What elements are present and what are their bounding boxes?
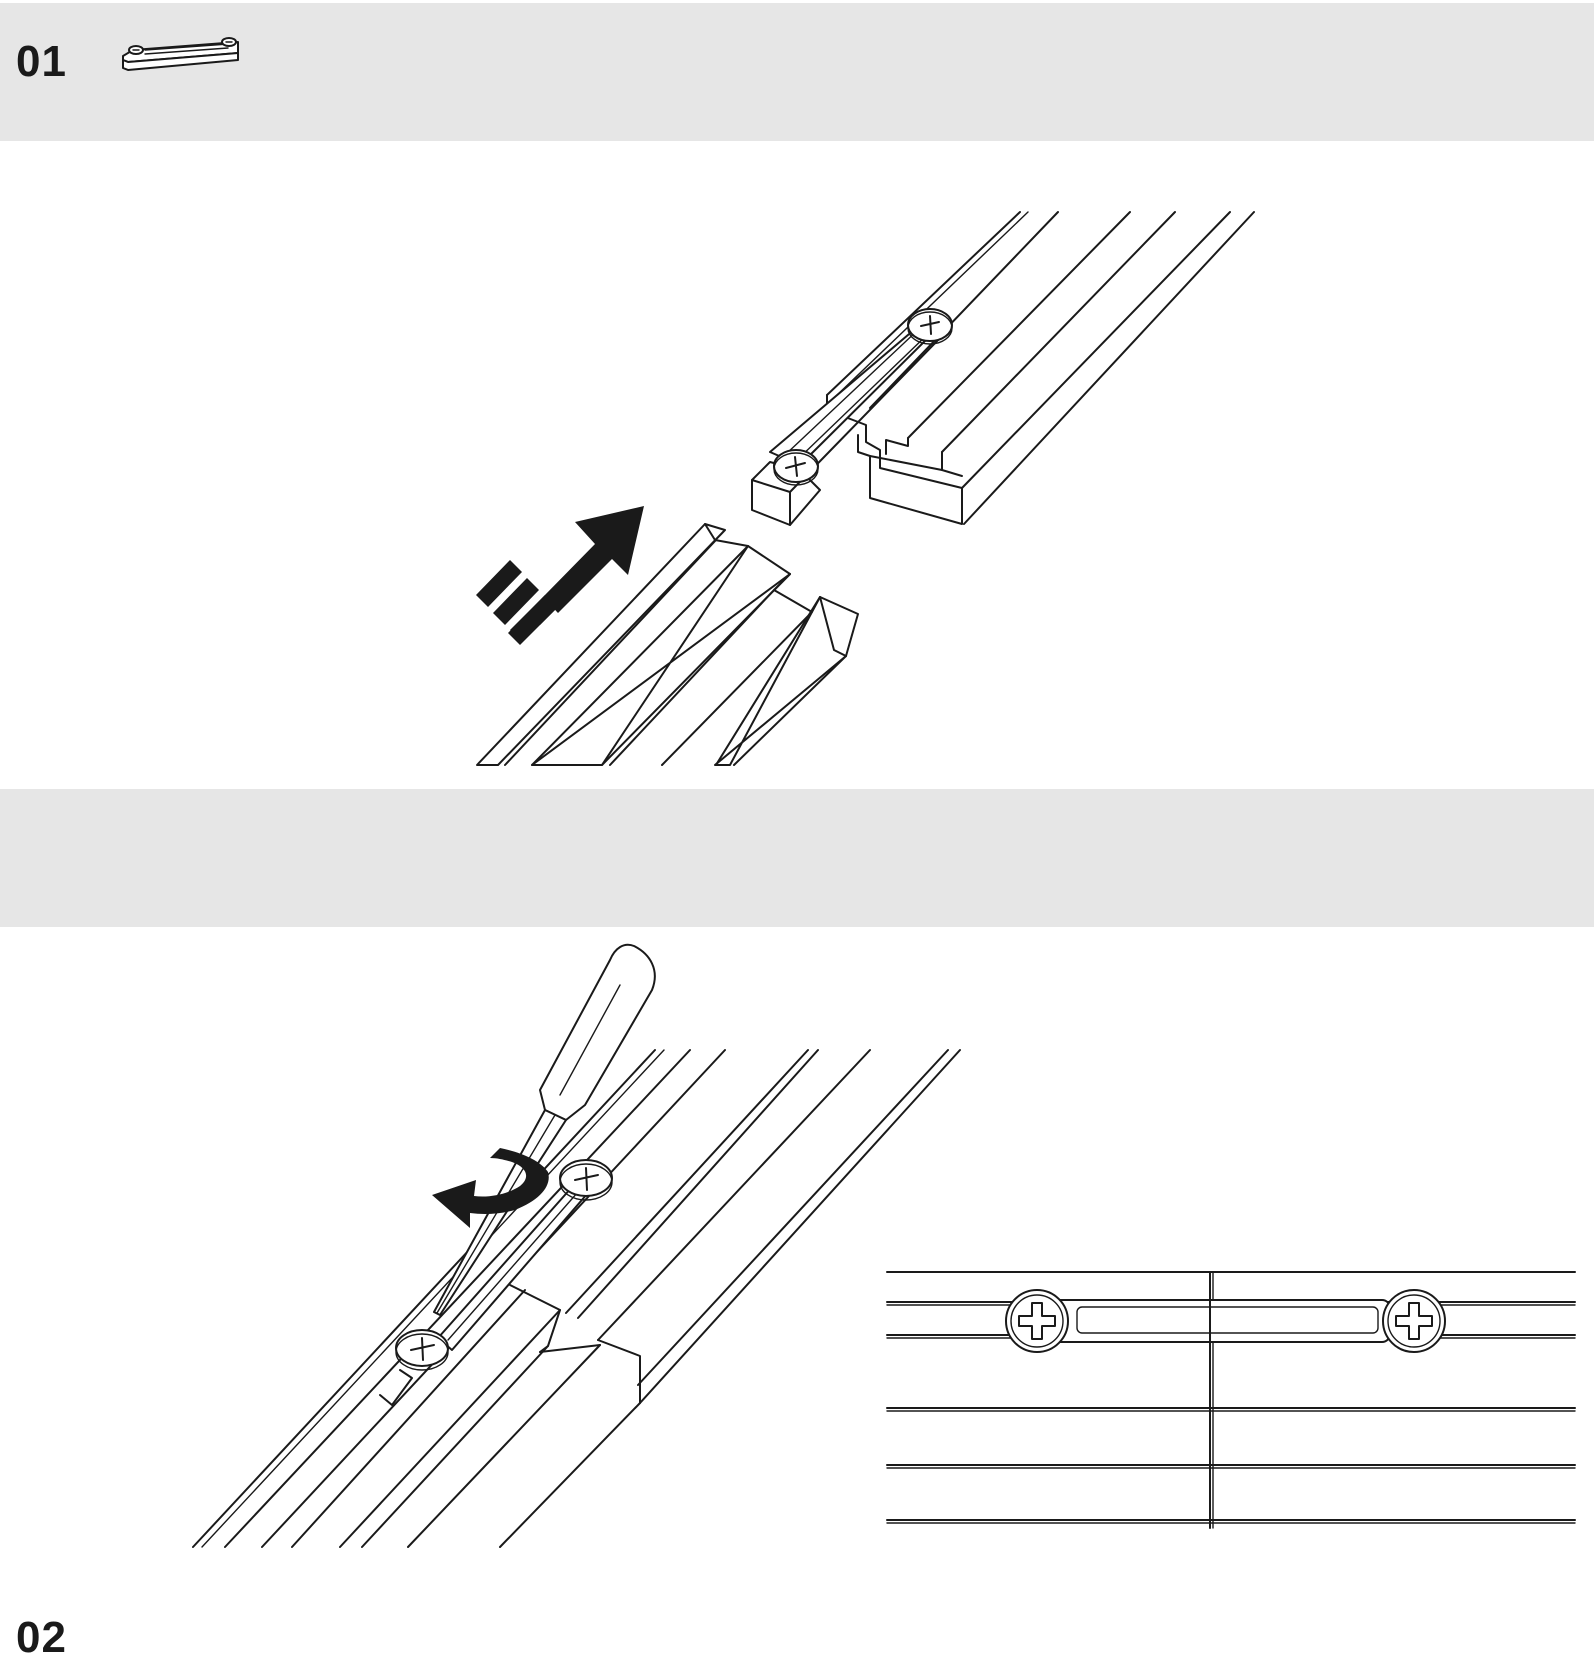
rail-connector-icon [122,37,239,71]
step-number: 02 [16,1613,67,1662]
phillips-screw-icon [773,449,819,486]
step-number: 01 [16,37,67,86]
assembly-illustration [122,37,1576,1548]
screwdriver-icon [433,943,656,1316]
rail-connector [751,317,941,526]
upper-rail [826,211,1255,525]
dashed-arrow-icon [476,506,644,645]
lower-rail [476,523,859,766]
phillips-screw-icon [395,1329,449,1371]
phillips-screw-icon [907,308,953,345]
joined-rail [192,1049,961,1548]
rotate-arrow-icon [432,1148,549,1228]
step-01-header: 01 [0,3,1594,141]
phillips-screw-icon [1382,1289,1446,1353]
joint-detail-view [886,1271,1576,1529]
phillips-screw-icon [559,1159,613,1201]
phillips-screw-icon [1005,1289,1069,1353]
